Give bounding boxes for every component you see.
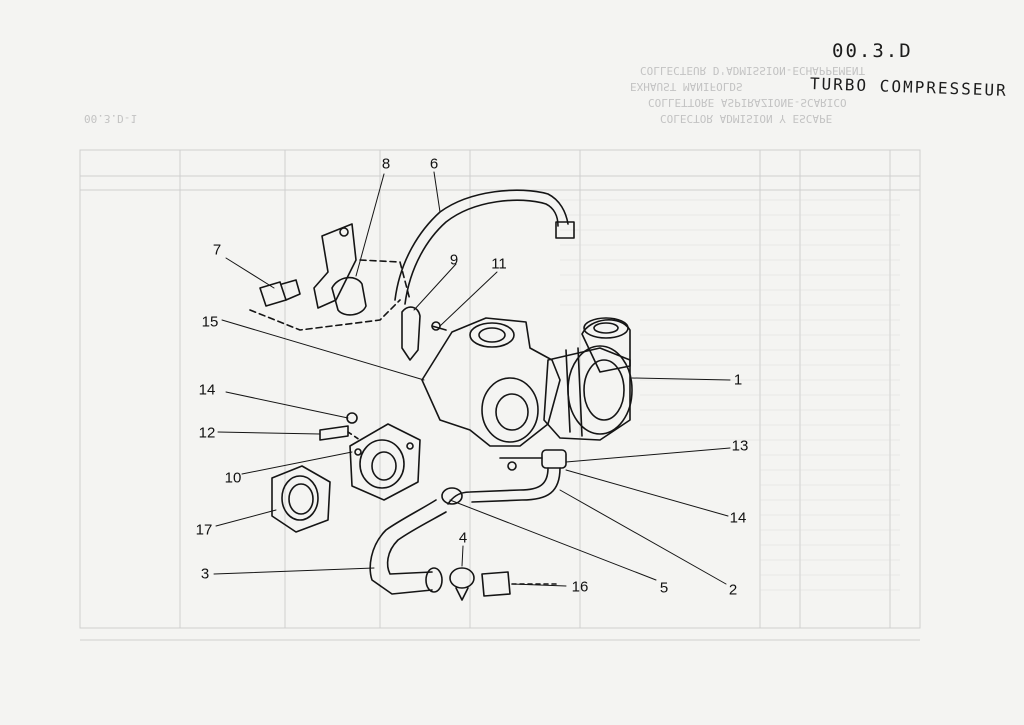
oil-return-pipe bbox=[447, 467, 549, 505]
turbo-center-housing bbox=[543, 347, 631, 441]
callout-label: 11 bbox=[491, 255, 507, 273]
callout-label: 2 bbox=[728, 581, 738, 599]
callout-label: 15 bbox=[201, 313, 219, 331]
leader-lines bbox=[213, 171, 731, 587]
callout-label: 9 bbox=[449, 251, 459, 269]
ghost-line-4: COLECTOR ADMISION Y ESCAPE bbox=[660, 112, 833, 125]
callout-label: 7 bbox=[212, 241, 222, 259]
coolant-hose bbox=[369, 499, 437, 595]
oil-feed-pipe bbox=[394, 189, 569, 301]
oil-feed-pipe-inner bbox=[404, 199, 559, 305]
gasket-flange bbox=[349, 423, 421, 501]
callout-label: 16 bbox=[571, 578, 589, 596]
bolt bbox=[319, 425, 349, 441]
banjo-fitting bbox=[541, 449, 567, 469]
pipe-union-nut bbox=[555, 221, 575, 239]
compressor-inlet bbox=[581, 319, 631, 373]
hose-clamp bbox=[449, 567, 475, 589]
callout-label: 12 bbox=[198, 424, 216, 442]
section-code: 00.3.D bbox=[832, 40, 913, 62]
callout-label: 8 bbox=[381, 155, 391, 173]
ghost-line-2: EXHAUST MANIFOLDS bbox=[630, 80, 743, 93]
ghost-table-rows bbox=[560, 199, 900, 591]
callout-label: 14 bbox=[198, 381, 216, 399]
callout-label: 1 bbox=[733, 371, 743, 389]
callout-label: 3 bbox=[200, 565, 210, 583]
ghost-line-3: COLLETTORE ASPIRAZIONE-SCARICO bbox=[648, 96, 847, 109]
callout-label: 10 bbox=[224, 469, 242, 487]
callout-label: 13 bbox=[731, 437, 749, 455]
callout-label: 4 bbox=[458, 529, 468, 547]
dashed-assembly-outline bbox=[249, 299, 401, 331]
exhaust-manifold bbox=[421, 317, 561, 447]
pipe-nipple bbox=[481, 571, 511, 597]
compressor-scroll bbox=[567, 345, 633, 435]
ghost-table bbox=[79, 149, 921, 641]
mounting-bracket bbox=[313, 223, 357, 309]
callout-label: 6 bbox=[429, 155, 439, 173]
exhaust-gasket bbox=[271, 465, 331, 533]
hose-clamp-upper bbox=[441, 487, 463, 505]
sensor-body bbox=[259, 281, 287, 307]
ghost-ref: 00.3.D-1 bbox=[84, 112, 137, 125]
callout-label: 5 bbox=[659, 579, 669, 597]
bracket-plate bbox=[331, 276, 367, 316]
callout-label: 17 bbox=[195, 521, 213, 539]
callout-label: 14 bbox=[729, 509, 747, 527]
pipe-clip bbox=[401, 306, 421, 361]
